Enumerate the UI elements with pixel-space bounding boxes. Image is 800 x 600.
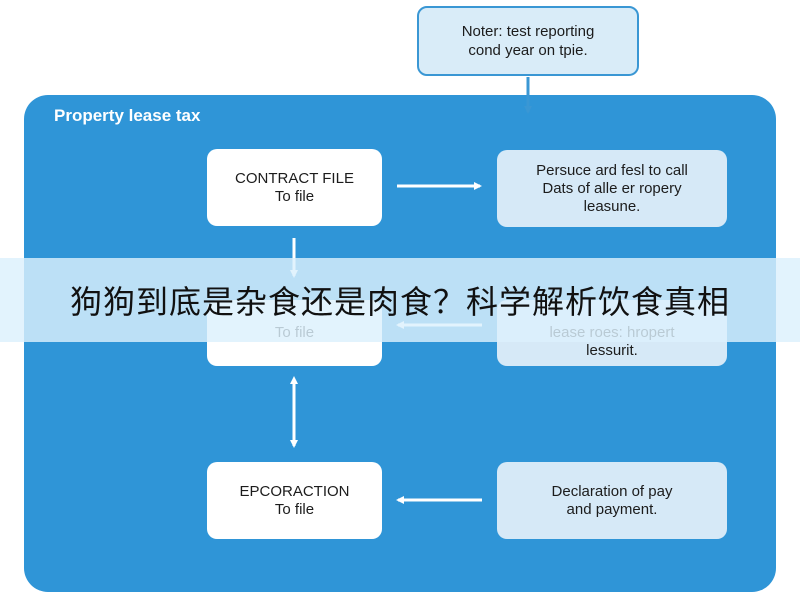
note-box: Noter: test reporting cond year on tpie. xyxy=(417,6,639,76)
overlay-banner: 狗狗到底是杂食还是肉食？科学解析饮食真相 xyxy=(0,258,800,342)
banner-text: 狗狗到底是杂食还是肉食？科学解析饮食真相 xyxy=(69,283,730,321)
panel-title: Property lease tax xyxy=(54,106,201,125)
declaration-box: Declaration of pay and payment. xyxy=(497,462,727,539)
epcoraction-box: EPCORACTION To file xyxy=(207,462,382,539)
persuace-box: Persuce ard fesl to call Dats of alle er… xyxy=(497,150,727,227)
contract-file-box: CONTRACT FILE To file xyxy=(207,149,382,226)
